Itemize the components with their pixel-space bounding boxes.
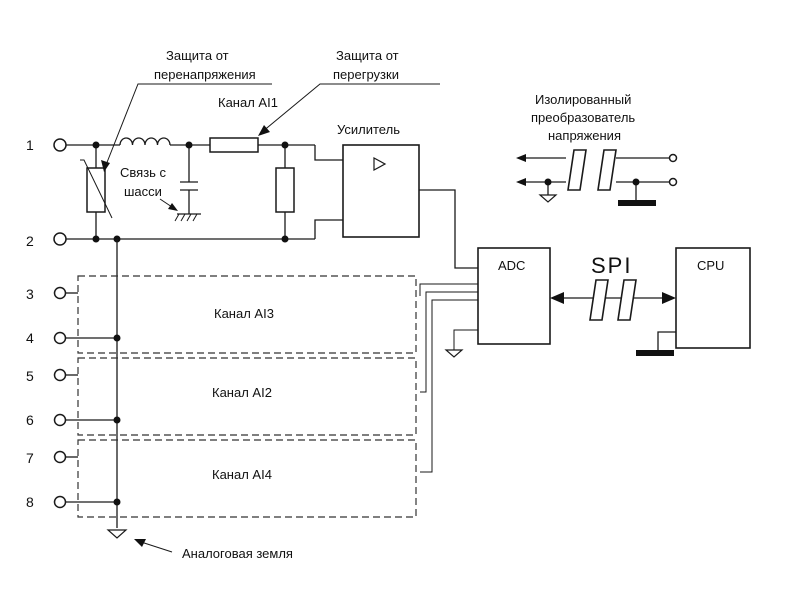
pin-5-label: 5 bbox=[26, 368, 34, 384]
inductor-icon bbox=[119, 137, 171, 146]
isolated-converter-icon bbox=[516, 149, 678, 206]
isolated-converter-label-1: Изолированный bbox=[535, 92, 631, 107]
terminal-2 bbox=[53, 232, 67, 246]
analog-ground-icon bbox=[106, 529, 128, 539]
adc-input-ai4 bbox=[420, 299, 478, 473]
capacitor-icon bbox=[180, 181, 198, 191]
overvoltage-protection-label-2: перенапряжения bbox=[154, 67, 256, 82]
fuse-icon bbox=[209, 137, 259, 153]
channel-ai4-block bbox=[77, 439, 417, 518]
pin-3-label: 3 bbox=[26, 286, 34, 302]
adc-label: ADC bbox=[498, 258, 525, 273]
channel-ai2-label: Канал AI2 bbox=[212, 385, 272, 400]
pin-2-label: 2 bbox=[26, 233, 34, 249]
channel-ai4-label: Канал AI4 bbox=[212, 467, 272, 482]
pin-8-label: 8 bbox=[26, 494, 34, 510]
chassis-ground-icon bbox=[174, 213, 201, 222]
pin-1-label: 1 bbox=[26, 137, 34, 153]
amplifier-triangle-icon bbox=[373, 156, 387, 172]
overload-leader bbox=[261, 83, 440, 133]
analog-ground-label: Аналоговая земля bbox=[182, 546, 293, 561]
cpu-ground-icon bbox=[636, 350, 674, 356]
chassis-link-label-1: Связь с bbox=[120, 165, 167, 180]
overvoltage-leader bbox=[103, 83, 272, 171]
adc-input-ai3 bbox=[419, 283, 478, 296]
pin-6-label: 6 bbox=[26, 412, 34, 428]
channel-ai2-block bbox=[77, 357, 417, 436]
spi-label: SPI bbox=[591, 253, 632, 278]
terminal-1 bbox=[53, 138, 67, 152]
channel-ai1-circuit bbox=[66, 144, 343, 240]
channel-ai1-label: Канал AI1 bbox=[218, 95, 278, 110]
isolated-converter-label-3: напряжения bbox=[548, 128, 621, 143]
pin-7-label: 7 bbox=[26, 450, 34, 466]
overvoltage-protection-label-1: Защита от bbox=[166, 48, 229, 63]
isolated-converter-label-2: преобразователь bbox=[531, 110, 635, 125]
overload-protection-label-1: Защита от bbox=[336, 48, 399, 63]
spi-isolator-icon bbox=[550, 279, 676, 321]
adc-block: ADC bbox=[477, 247, 551, 345]
amplifier-block bbox=[342, 144, 420, 238]
adc-ground-icon bbox=[444, 349, 464, 358]
amplifier-label: Усилитель bbox=[337, 122, 400, 137]
resistor-icon bbox=[275, 167, 295, 213]
overload-protection-label-2: перегрузки bbox=[333, 67, 399, 82]
chassis-link-label-2: шасси bbox=[124, 184, 162, 199]
varistor-icon bbox=[80, 159, 113, 219]
adc-input-ai2 bbox=[420, 291, 478, 393]
cpu-block: CPU bbox=[636, 247, 751, 356]
pin-4-label: 4 bbox=[26, 330, 34, 346]
cpu-label: CPU bbox=[697, 258, 724, 273]
channel-ai3-label: Канал AI3 bbox=[214, 306, 274, 321]
channel-ai3-block bbox=[77, 275, 417, 354]
